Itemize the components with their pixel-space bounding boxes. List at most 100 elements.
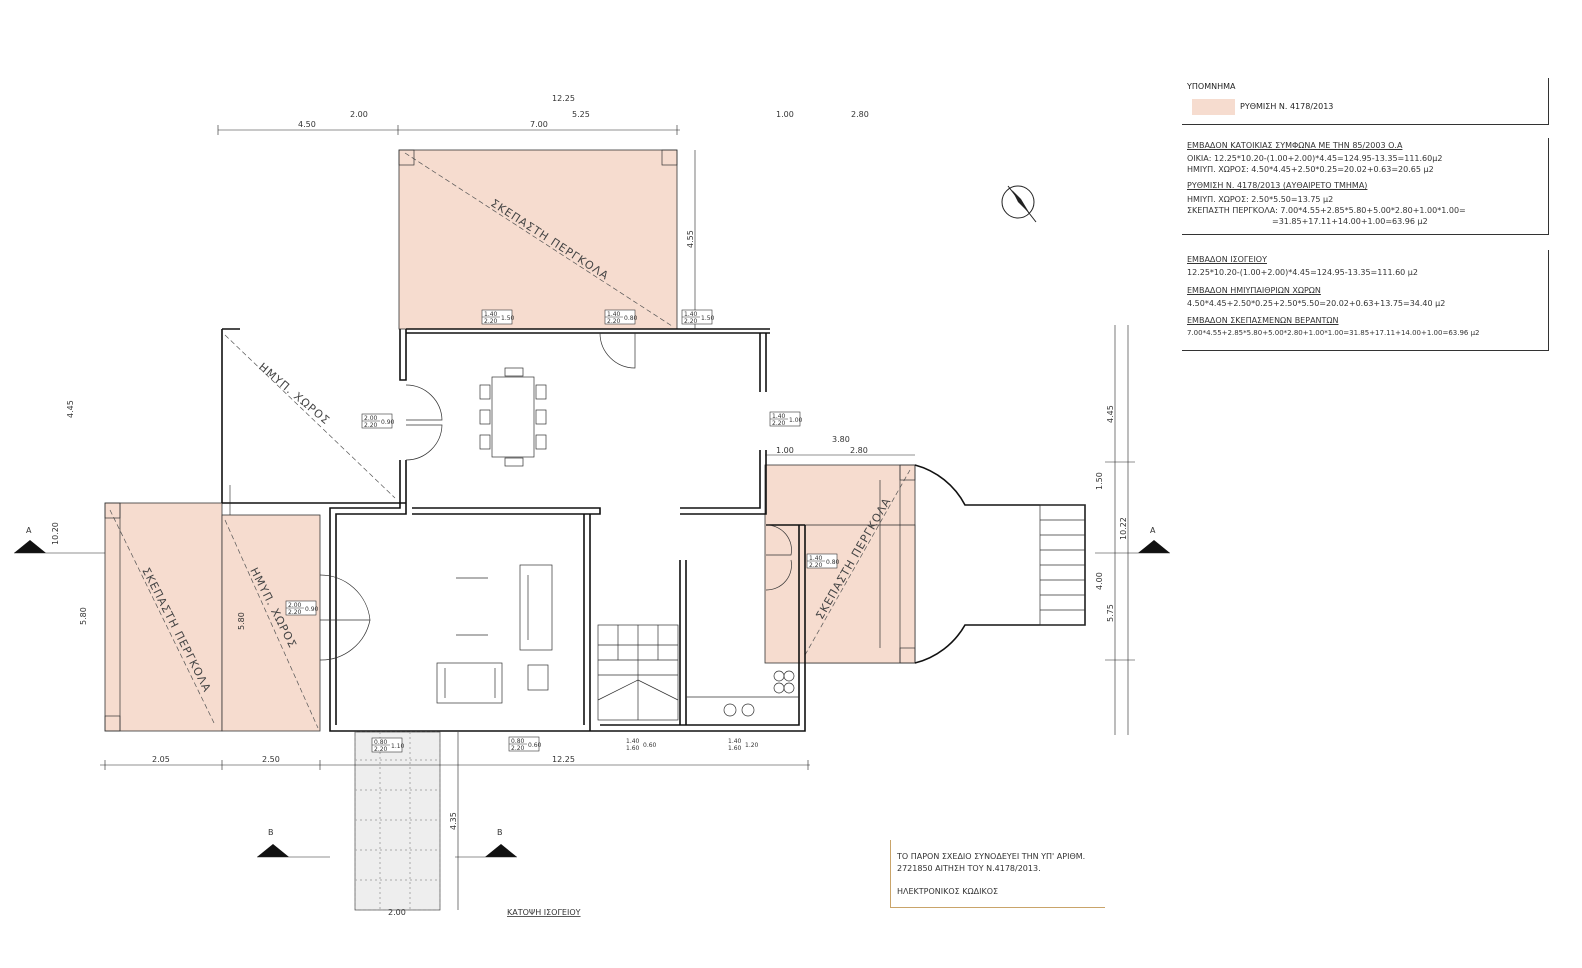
dim-far-right-d: 4.00 bbox=[1095, 572, 1104, 590]
svg-text:1.40: 1.40 bbox=[607, 311, 621, 318]
svg-text:1.60: 1.60 bbox=[626, 745, 640, 752]
svg-text:0.60: 0.60 bbox=[528, 742, 542, 749]
svg-text:1.50: 1.50 bbox=[501, 315, 515, 322]
dim-bottom-d: 2.00 bbox=[388, 908, 406, 917]
dim-far-right-c: 10.22 bbox=[1119, 517, 1128, 540]
dim-left-b: 5.80 bbox=[79, 607, 88, 625]
staircase bbox=[597, 624, 679, 721]
stamp-line3: ΗΛΕΚΤΡΟΝΙΚΟΣ ΚΩΔΙΚΟΣ bbox=[897, 887, 999, 896]
window-tag: 0.80 2.20 1.10 bbox=[371, 737, 405, 753]
svg-text:2.20: 2.20 bbox=[484, 318, 498, 325]
svg-text:1.40: 1.40 bbox=[728, 738, 742, 745]
area1-line5: =31.85+17.11+14.00+1.00=63.96 μ2 bbox=[1272, 217, 1428, 226]
window-tag: 1.40 1.60 1.20 bbox=[726, 737, 759, 752]
stamp-line2: 2721850 ΑΙΤΗΣΗ ΤΟΥ Ν.4178/2013. bbox=[897, 864, 1041, 873]
dim-right-b: 1.00 bbox=[776, 446, 794, 455]
area-calculations-1: ΕΜΒΑΔΟΝ ΚΑΤΟΙΚΙΑΣ ΣΥΜΦΩΝΑ ΜΕ ΤΗΝ 85/2003… bbox=[1182, 138, 1549, 235]
dim-left-h: 4.45 bbox=[66, 400, 75, 418]
area1-subtitle: ΡΥΘΜΙΣΗ Ν. 4178/2013 (ΑΥΘΑΙΡΕΤΟ ΤΜΗΜΑ) bbox=[1187, 181, 1368, 190]
area2-line2: 4.50*4.45+2.50*0.25+2.50*5.50=20.02+0.63… bbox=[1187, 299, 1446, 308]
window-tag: 1.40 2.20 1.50 bbox=[681, 309, 715, 325]
area2-title3: ΕΜΒΑΔΟΝ ΣΚΕΠΑΣΜΕΝΩΝ ΒΕΡΑΝΤΩΝ bbox=[1187, 316, 1339, 325]
semi-open-top-label: ΗΜΥΠ. ΧΩΡΟΣ bbox=[256, 360, 332, 427]
dim-top-c: 4.50 bbox=[298, 120, 316, 129]
svg-text:1.40: 1.40 bbox=[772, 413, 786, 420]
kitchen bbox=[686, 670, 799, 717]
svg-text:1.40: 1.40 bbox=[626, 738, 640, 745]
north-arrow-icon bbox=[1001, 185, 1037, 223]
section-a-right: A bbox=[1150, 526, 1156, 535]
window-tag: 1.40 2.20 1.50 bbox=[481, 309, 515, 325]
dim-far-right-e: 5.75 bbox=[1106, 604, 1115, 622]
window-tag: 2.00 2.20 0.90 bbox=[285, 600, 319, 616]
svg-text:2.00: 2.00 bbox=[288, 602, 302, 609]
paved-path bbox=[354, 731, 441, 911]
section-markers bbox=[14, 540, 1170, 858]
svg-text:2.20: 2.20 bbox=[374, 746, 388, 753]
legend-panel: ΥΠΟΜΝΗΜΑ ΡΥΘΜΙΣΗ Ν. 4178/2013 bbox=[1182, 78, 1549, 125]
svg-text:0.60: 0.60 bbox=[643, 742, 657, 749]
area2-line3: 7.00*4.55+2.85*5.80+5.00*2.80+1.00*1.00=… bbox=[1187, 329, 1480, 337]
dimension-lines bbox=[100, 125, 1135, 910]
area-calculations-2: ΕΜΒΑΔΟΝ ΙΣΟΓΕΙΟΥ 12.25*10.20-(1.00+2.00)… bbox=[1182, 250, 1549, 351]
section-b-right: B bbox=[497, 828, 503, 837]
dim-bottom-a: 2.05 bbox=[152, 755, 170, 764]
dim-bottom-total: 12.25 bbox=[552, 755, 575, 764]
svg-text:1.50: 1.50 bbox=[701, 315, 715, 322]
dim-top-f: 2.80 bbox=[851, 110, 869, 119]
svg-text:2.20: 2.20 bbox=[809, 562, 823, 569]
svg-text:2.20: 2.20 bbox=[607, 318, 621, 325]
section-b-left: B bbox=[268, 828, 274, 837]
dim-right-a: 3.80 bbox=[832, 435, 850, 444]
svg-text:2.00: 2.00 bbox=[364, 415, 378, 422]
dining-table bbox=[479, 367, 547, 467]
svg-text:1.40: 1.40 bbox=[484, 311, 498, 318]
svg-text:0.80: 0.80 bbox=[624, 315, 638, 322]
svg-text:1.10: 1.10 bbox=[391, 743, 405, 750]
dim-bottom-b: 2.50 bbox=[262, 755, 280, 764]
house-walls bbox=[221, 328, 806, 732]
window-tags: 1.40 2.20 1.50 1.40 2.20 0.80 1.40 2.20 … bbox=[285, 309, 840, 753]
doors bbox=[319, 332, 792, 661]
svg-text:2.20: 2.20 bbox=[511, 745, 525, 752]
entrance-porch bbox=[914, 464, 1086, 664]
window-tag: 1.40 2.20 0.80 bbox=[806, 553, 840, 569]
plan-title: ΚΑΤΟΨΗ ΙΣΟΓΕΙΟΥ bbox=[507, 908, 581, 917]
window-tag: 1.40 2.20 0.80 bbox=[604, 309, 638, 325]
approval-stamp: ΤΟ ΠΑΡΟΝ ΣΧΕΔΙΟ ΣΥΝΟΔΕΥΕΙ ΤΗΝ ΥΠ' ΑΡΙΘΜ.… bbox=[890, 840, 1105, 908]
window-tag: 1.40 2.20 1.00 bbox=[769, 411, 803, 427]
svg-text:1.60: 1.60 bbox=[728, 745, 742, 752]
area2-line1: 12.25*10.20-(1.00+2.00)*4.45=124.95-13.3… bbox=[1187, 268, 1418, 277]
svg-text:0.90: 0.90 bbox=[305, 606, 319, 613]
section-a-left: A bbox=[26, 526, 32, 535]
svg-text:2.20: 2.20 bbox=[364, 422, 378, 429]
area2-title1: ΕΜΒΑΔΟΝ ΙΣΟΓΕΙΟΥ bbox=[1187, 255, 1267, 264]
svg-text:1.20: 1.20 bbox=[745, 742, 759, 749]
area1-line2: ΗΜΙΥΠ. ΧΩΡΟΣ: 4.50*4.45+2.50*0.25=20.02+… bbox=[1187, 165, 1434, 174]
area2-title2: ΕΜΒΑΔΟΝ ΗΜΙΥΠΑΙΘΡΙΩΝ ΧΩΡΩΝ bbox=[1187, 286, 1321, 295]
legend-swatch-label: ΡΥΘΜΙΣΗ Ν. 4178/2013 bbox=[1240, 102, 1334, 111]
svg-text:1.00: 1.00 bbox=[789, 417, 803, 424]
dim-top-total: 12.25 bbox=[552, 94, 575, 103]
stamp-line1: ΤΟ ΠΑΡΟΝ ΣΧΕΔΙΟ ΣΥΝΟΔΕΥΕΙ ΤΗΝ ΥΠ' ΑΡΙΘΜ. bbox=[897, 852, 1086, 861]
dim-far-right-a: 4.45 bbox=[1106, 405, 1115, 423]
living-furniture bbox=[436, 564, 553, 704]
dim-pergola-h: 4.55 bbox=[686, 230, 695, 248]
window-tag: 1.40 1.60 0.60 bbox=[624, 737, 657, 752]
area1-line4: ΣΚΕΠΑΣΤΗ ΠΕΡΓΚΟΛΑ: 7.00*4.55+2.85*5.80+5… bbox=[1187, 206, 1466, 215]
svg-text:0.80: 0.80 bbox=[374, 739, 388, 746]
dim-bottom-c: 4.35 bbox=[449, 812, 458, 830]
dim-left-c: 5.80 bbox=[237, 612, 246, 630]
svg-text:1.40: 1.40 bbox=[809, 555, 823, 562]
dim-top-d: 7.00 bbox=[530, 120, 548, 129]
dim-top-a: 2.00 bbox=[350, 110, 368, 119]
svg-text:2.20: 2.20 bbox=[684, 318, 698, 325]
window-tag: 2.00 2.20 0.90 bbox=[361, 413, 395, 429]
dim-far-right-b: 1.50 bbox=[1095, 472, 1104, 490]
legend-title: ΥΠΟΜΝΗΜΑ bbox=[1187, 82, 1236, 91]
dim-left-a: 10.20 bbox=[51, 522, 60, 545]
svg-text:2.20: 2.20 bbox=[288, 609, 302, 616]
svg-text:2.20: 2.20 bbox=[772, 420, 786, 427]
area1-line1: ΟΙΚΙΑ: 12.25*10.20-(1.00+2.00)*4.45=124.… bbox=[1187, 154, 1443, 163]
